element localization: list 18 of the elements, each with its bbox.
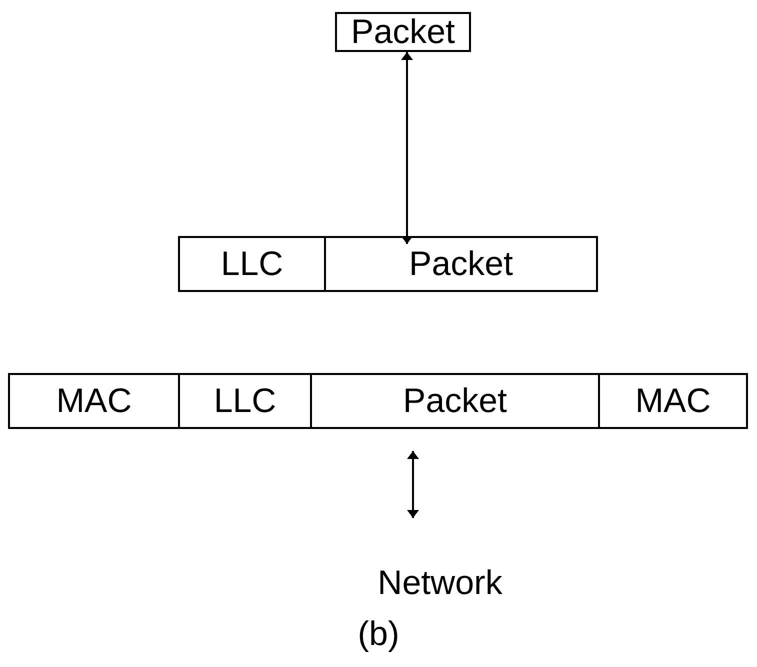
field-label: Packet bbox=[403, 382, 507, 420]
field-label: LLC bbox=[214, 382, 276, 420]
caption: (b) bbox=[358, 615, 400, 653]
field-label: MAC bbox=[56, 382, 132, 420]
text-label: Network bbox=[378, 564, 502, 602]
header-field bbox=[178, 236, 326, 292]
field-label: Packet bbox=[409, 244, 513, 284]
trailer-field bbox=[598, 373, 748, 429]
double-arrow bbox=[409, 451, 417, 518]
header-field bbox=[8, 373, 180, 429]
packet-field bbox=[324, 236, 598, 292]
double-arrow bbox=[403, 52, 411, 244]
field-label: MAC bbox=[635, 382, 711, 420]
packet-field bbox=[310, 373, 600, 429]
packet-field bbox=[335, 12, 471, 52]
field-label: LLC bbox=[220, 244, 284, 284]
header-field bbox=[178, 373, 312, 429]
field-label: Packet bbox=[351, 12, 455, 52]
